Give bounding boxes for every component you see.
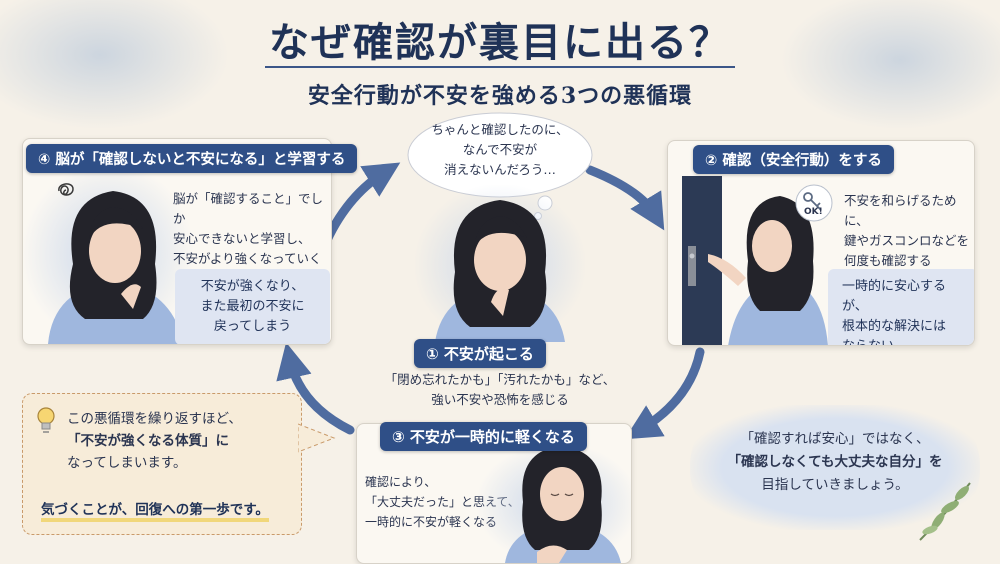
title-underline xyxy=(265,66,735,68)
step4-desc: 脳が「確認すること」でしか 安心できないと学習し、 不安がより強くなっていく xyxy=(173,191,324,266)
key-icon xyxy=(795,184,833,222)
page-subtitle: 安全行動が不安を強める3つの悪循環 xyxy=(307,83,693,109)
arrow-1-to-2 xyxy=(585,165,665,231)
step2-door-illustration xyxy=(682,176,828,345)
thought-bubble-text: ちゃんと確認したのに、 なんで不安が 消えないんだろう… xyxy=(431,122,569,177)
note-pointer xyxy=(298,423,336,453)
goal-cloud xyxy=(690,405,980,530)
step2-panel: OK! 不安を和らげるために、 鍵やガスコンロなどを 何度も確認する 一時的に安… xyxy=(667,140,975,346)
step1-desc: 「閉め忘れたかも」「汚れたかも」など、 強い不安や恐怖を感じる xyxy=(384,372,616,407)
note-text: この悪循環を繰り返すほど、 「不安が強くなる体質」に なってしまいます。 xyxy=(67,411,242,471)
step4-girl-illustration xyxy=(48,191,183,344)
bg-cloud-right xyxy=(780,0,1000,130)
page-title: なぜ確認が裏目に出る？ xyxy=(269,19,731,66)
step4-label: ④ 脳が「確認しないと不安になる」と学習する xyxy=(26,144,358,173)
step3-girl-illustration xyxy=(505,446,621,563)
arrow-2-to-3 xyxy=(624,347,705,440)
step4-highlight: 不安が強くなり、 また最初の不安に 戻ってしまう xyxy=(175,269,330,344)
step3-label: ③ 不安が一時的に軽くなる xyxy=(380,422,587,451)
lightbulb-icon xyxy=(37,407,55,433)
step2-highlight: 一時的に安心するが、 根本的な解決には ならない xyxy=(828,269,974,345)
note-box: この悪循環を繰り返すほど、 「不安が強くなる体質」に なってしまいます。 気づく… xyxy=(22,393,302,535)
leaf-icon xyxy=(919,482,971,541)
step1-label: ① 不安が起こる xyxy=(414,339,546,368)
step1-girl-illustration xyxy=(435,200,565,342)
arrow-3-to-4 xyxy=(276,342,355,435)
goal-text: 「確認すれば安心」ではなく、 「確認しなくても大丈夫な自分」を 目指していきまし… xyxy=(727,431,943,493)
scribble-icon xyxy=(58,183,74,196)
step2-desc: 不安を和らげるために、 鍵やガスコンロなどを 何度も確認する xyxy=(844,193,970,268)
step2-label: ② 確認（安全行動）をする xyxy=(693,145,894,174)
note-emphasis: 気づくことが、回復への第一歩です。 xyxy=(41,498,269,522)
ok-badge: OK! xyxy=(804,207,823,217)
